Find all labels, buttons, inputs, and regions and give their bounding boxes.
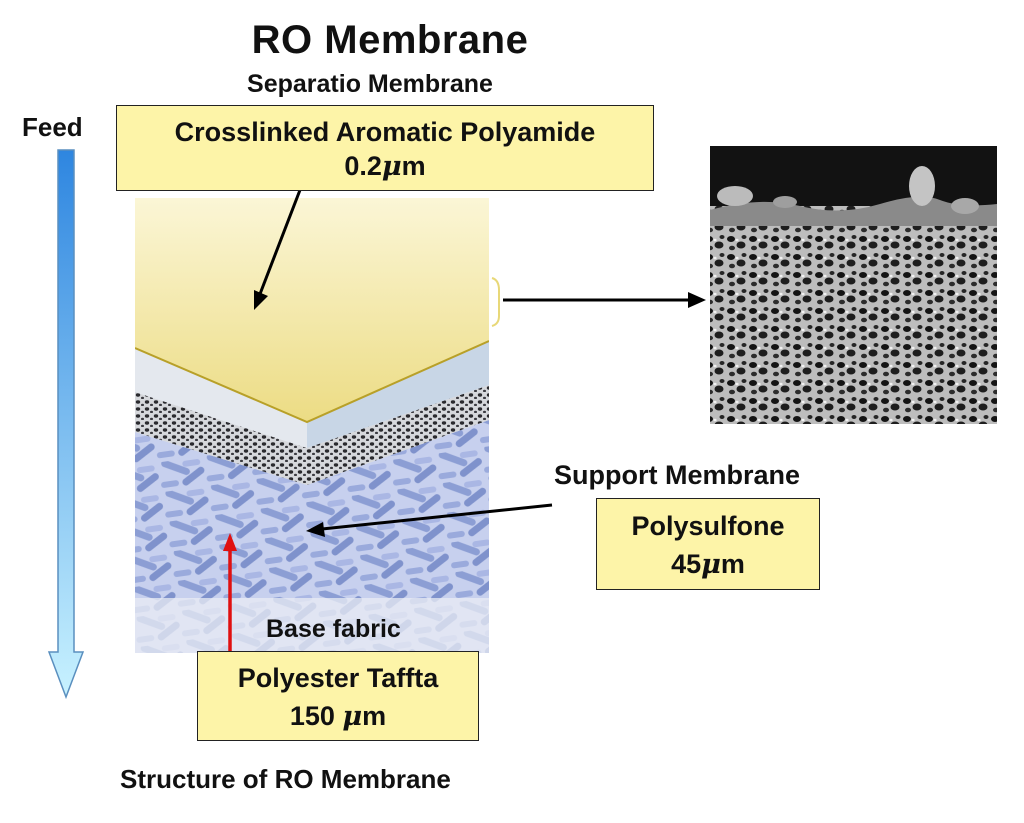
sem-micrograph bbox=[710, 146, 997, 424]
feed-arrow bbox=[47, 149, 85, 700]
polyester-name: Polyester Taffta bbox=[237, 663, 439, 693]
support-pointer-arrow bbox=[321, 503, 553, 531]
feed-label: Feed bbox=[22, 112, 83, 142]
polysulfone-name: Polysulfone bbox=[631, 511, 785, 541]
diagram-title: RO Membrane bbox=[251, 18, 529, 62]
polyamide-pointer-arrow bbox=[258, 189, 302, 295]
separation-membrane-label: Separatio Membrane bbox=[247, 70, 493, 98]
layer-bracket bbox=[491, 277, 500, 327]
support-membrane-heading: Support Membrane bbox=[554, 460, 801, 490]
polyamide-name: Crosslinked Aromatic Polyamide bbox=[174, 117, 596, 147]
polysulfone-label-box: Polysulfone 45μm bbox=[596, 498, 820, 590]
polyester-thickness: 150 μm bbox=[289, 701, 387, 732]
polyamide-layer bbox=[135, 198, 489, 422]
polyester-label-box: Polyester Taffta 150 μm bbox=[197, 651, 479, 741]
base-fabric-heading: Base fabric bbox=[266, 615, 401, 643]
base-fabric-layer bbox=[135, 420, 489, 653]
polysulfone-layer bbox=[135, 385, 489, 485]
diagram-caption: Structure of RO Membrane bbox=[120, 764, 451, 794]
membrane-illustration bbox=[135, 198, 489, 653]
polyamide-label-box: Crosslinked Aromatic Polyamide 0.2μm bbox=[116, 105, 654, 191]
polyamide-thickness: 0.2μm bbox=[344, 151, 426, 182]
polysulfone-thickness: 45μm bbox=[671, 549, 745, 580]
